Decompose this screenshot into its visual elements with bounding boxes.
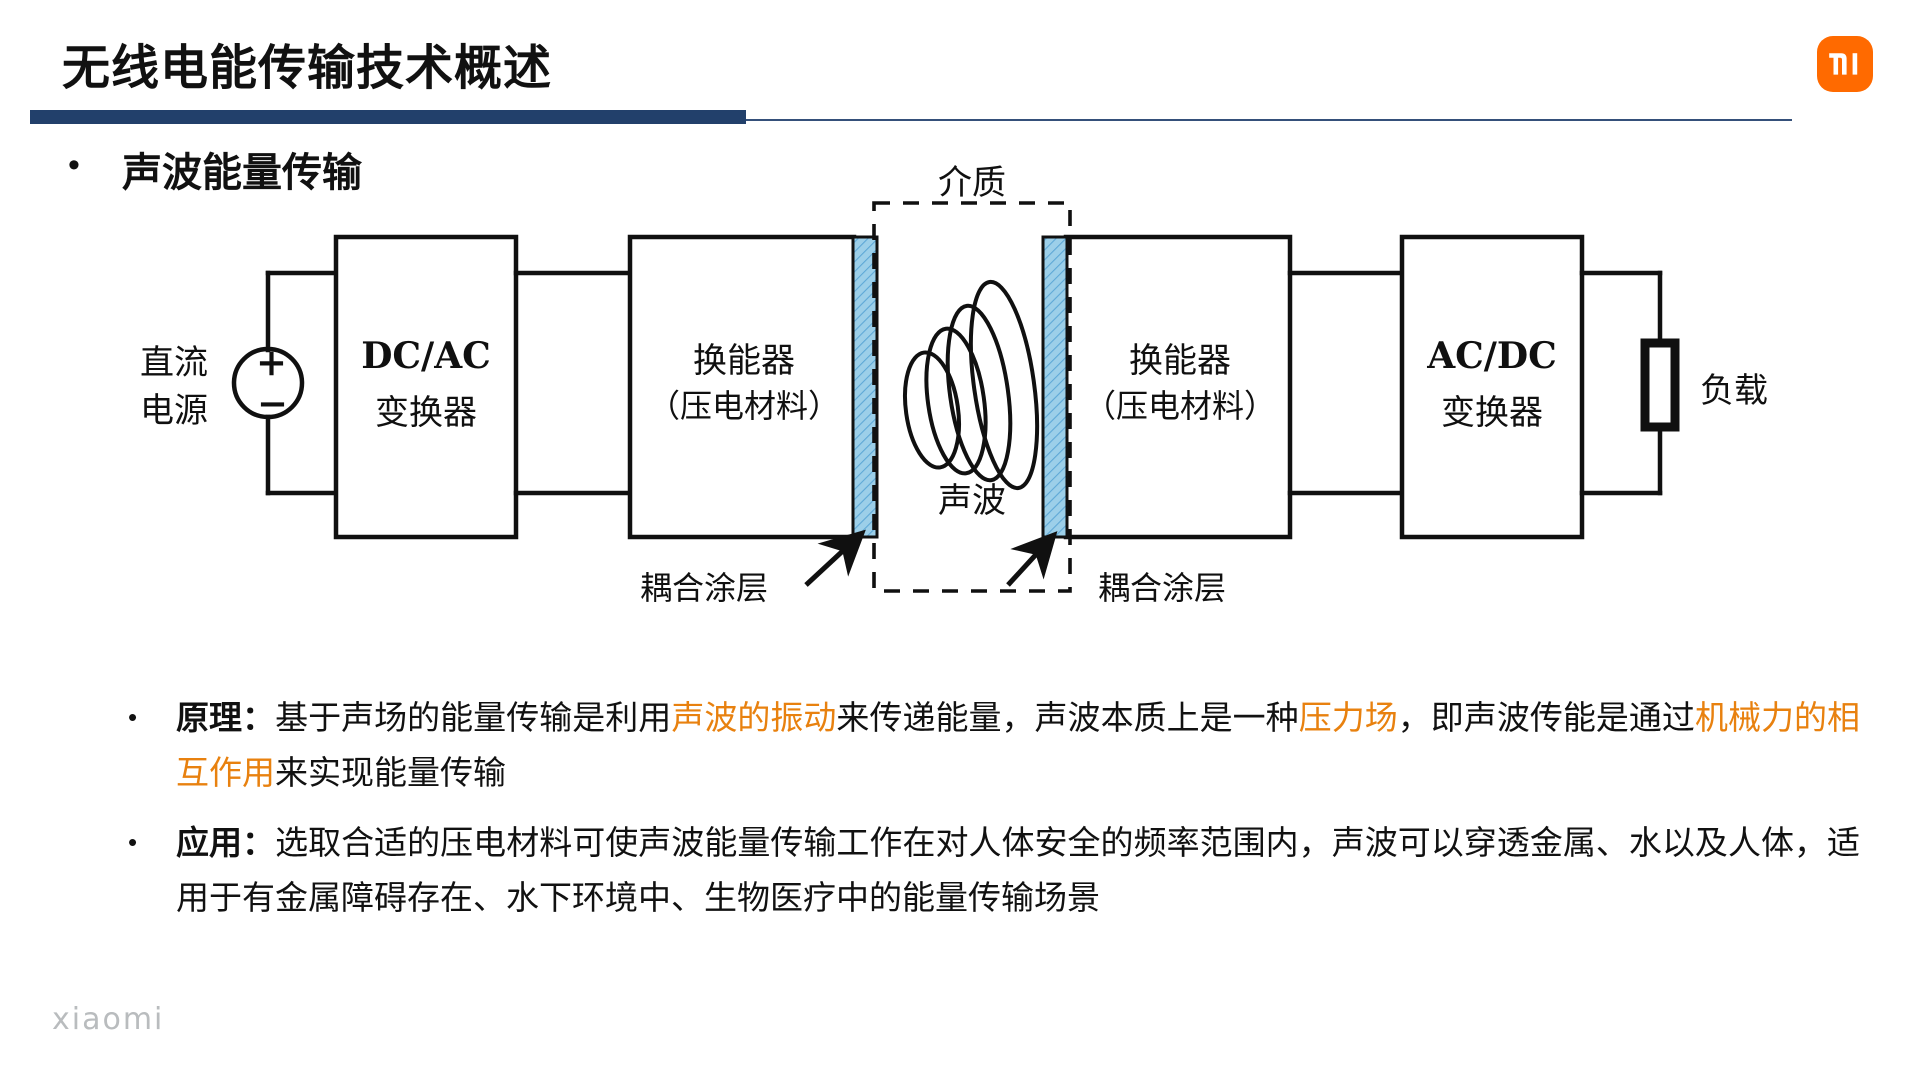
- dcac-converter-label-line1: DC/AC: [361, 335, 491, 377]
- plain-phrase: 来传递能量，声波本质上是一种: [836, 699, 1299, 736]
- acoustic-wave-label: 声波: [938, 481, 1006, 521]
- coupling-right-callout-arrow: [1006, 531, 1058, 587]
- title-underline-accent-bar: [30, 110, 746, 124]
- dcac-converter-label-line2: 变换器: [375, 393, 477, 433]
- coupling-layer-right-label: 耦合涂层: [1098, 569, 1227, 607]
- bullet-lead-label: 应用：: [176, 823, 276, 861]
- xiaomi-wordmark: xiaomi: [52, 1002, 165, 1037]
- section-heading: 声波能量传输: [122, 151, 362, 195]
- page-title: 无线电能传输技术概述: [62, 42, 553, 95]
- bullet-glyph: •: [128, 702, 138, 732]
- acoustic-power-transfer-diagram: 直流 电源 + − DC/AC 变换器 换能器 （压电材料） 换能器 （压电材料…: [0, 163, 1920, 685]
- transmit-transducer-label-line1: 换能器: [693, 341, 795, 381]
- load-label: 负载: [1700, 371, 1768, 411]
- medium-label: 介质: [938, 163, 1006, 203]
- dc-source-plus-sign: +: [256, 340, 288, 384]
- highlighted-phrase: 机械力的相互作用: [176, 699, 1861, 792]
- highlighted-phrase: 压力场: [1298, 699, 1398, 736]
- bullet-text: 原理：基于声场的能量传输是利用声波的振动来传递能量，声波本质上是一种压力场，即声…: [176, 690, 1860, 801]
- body-bullet-list: • 原理：基于声场的能量传输是利用声波的振动来传递能量，声波本质上是一种压力场，…: [0, 690, 1920, 930]
- plain-phrase: ，即声波传能是通过: [1397, 699, 1695, 736]
- bullet-rich-text: 选取合适的压电材料可使声波能量传输工作在对人体安全的频率范围内，声波可以穿透金属…: [176, 824, 1860, 916]
- highlighted-phrase: 声波的振动: [671, 699, 837, 736]
- acdc-converter-label-line1: AC/DC: [1427, 335, 1557, 377]
- title-underline-thin: [30, 119, 1792, 121]
- dc-source-label-line2: 电源: [140, 391, 208, 431]
- bullet-rich-text: 基于声场的能量传输是利用声波的振动来传递能量，声波本质上是一种压力场，即声波传能…: [176, 699, 1860, 791]
- dc-source-minus-sign: −: [257, 381, 289, 425]
- xiaomi-mi-logo-icon[interactable]: [1817, 36, 1873, 92]
- bullet-item-application: • 应用：选取合适的压电材料可使声波能量传输工作在对人体安全的频率范围内，声波可…: [0, 815, 1920, 926]
- transmit-transducer-label-line2: （压电材料）: [647, 387, 840, 425]
- acdc-converter-label-line2: 变换器: [1441, 393, 1543, 433]
- coupling-layer-right: [1041, 235, 1069, 539]
- bullet-glyph: •: [128, 826, 138, 857]
- coupling-left-callout-arrow: [804, 529, 866, 587]
- plain-phrase: 基于声场的能量传输是利用: [275, 699, 672, 736]
- medium-dashed-boundary: [872, 201, 1072, 593]
- plain-phrase: 选取合适的压电材料可使声波能量传输工作在对人体安全的频率范围内，声波可以穿透金属…: [176, 823, 1861, 917]
- receive-transducer-label-line1: 换能器: [1129, 341, 1231, 381]
- load-resistor-symbol: [1640, 338, 1680, 432]
- coupling-layer-left-label: 耦合涂层: [640, 569, 769, 607]
- plain-phrase: 来实现能量传输: [275, 754, 506, 792]
- bullet-text: 应用：选取合适的压电材料可使声波能量传输工作在对人体安全的频率范围内，声波可以穿…: [176, 815, 1860, 926]
- bullet-item-principle: • 原理：基于声场的能量传输是利用声波的振动来传递能量，声波本质上是一种压力场，…: [0, 690, 1920, 801]
- section-bullet-glyph: •: [68, 146, 80, 184]
- receive-transducer-label-line2: （压电材料）: [1083, 387, 1276, 425]
- bullet-lead-label: 原理：: [176, 699, 276, 736]
- dc-source-label-line1: 直流: [140, 343, 208, 383]
